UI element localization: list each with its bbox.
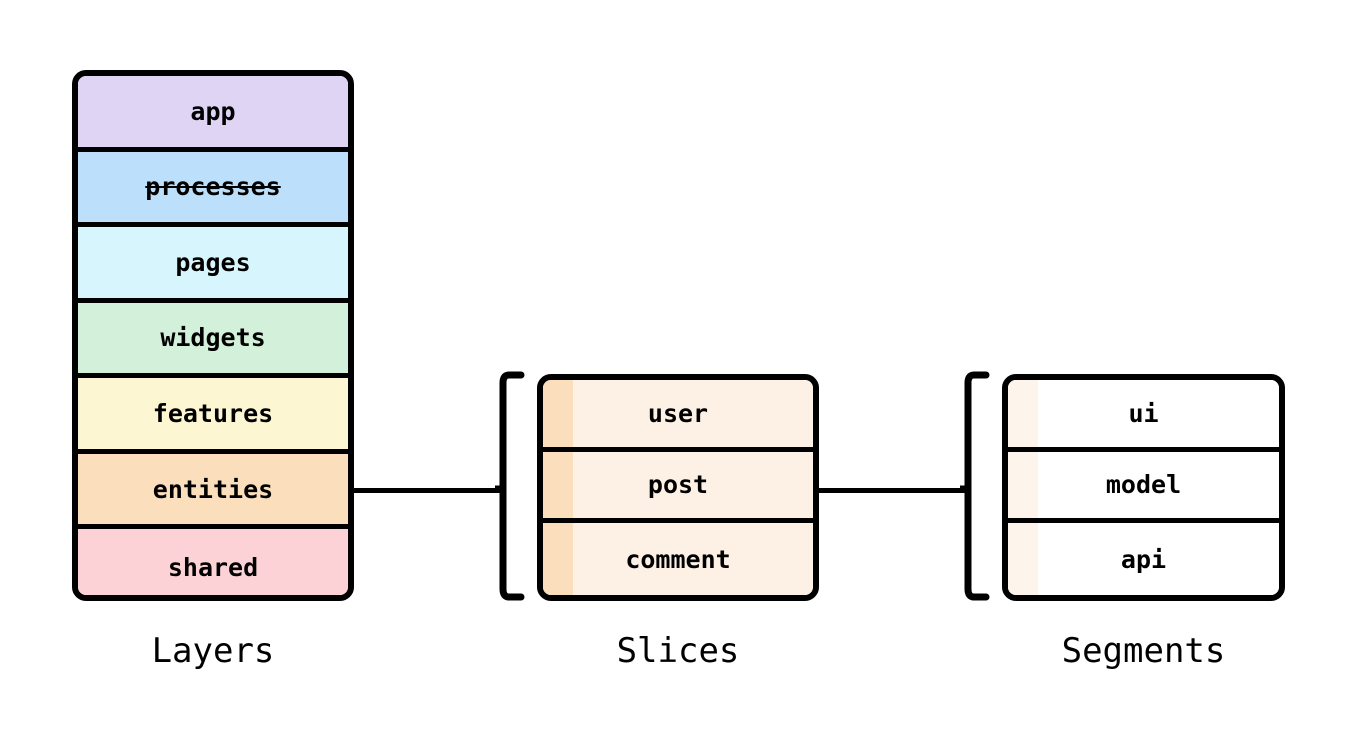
layer-label-widgets: widgets	[160, 323, 266, 353]
segment-accent-strip-ui	[1008, 380, 1038, 447]
layer-label-entities: entities	[152, 474, 274, 504]
slice-accent-strip-comment	[543, 523, 573, 595]
segment-label-model: model	[1105, 470, 1182, 500]
caption-segments: Segments	[1061, 631, 1226, 671]
segment-row-api[interactable]: api	[1008, 523, 1279, 595]
segment-accent-strip-api	[1008, 523, 1038, 595]
slice-accent-strip-user	[543, 380, 573, 447]
bracket-slices	[495, 370, 525, 602]
slice-accent-strip-post	[543, 451, 573, 519]
slice-row-comment[interactable]: comment	[543, 523, 813, 595]
segment-label-api: api	[1120, 544, 1167, 574]
layer-row-shared[interactable]: shared	[78, 529, 348, 595]
layer-row-features[interactable]: features	[78, 378, 348, 454]
slice-row-post[interactable]: post	[543, 451, 813, 524]
bracket-segments	[960, 370, 990, 602]
layer-label-shared: shared	[167, 552, 259, 582]
layer-label-processes: processes	[145, 172, 281, 202]
layer-row-widgets[interactable]: widgets	[78, 302, 348, 379]
segments-group: ui model api	[1002, 374, 1285, 601]
layer-label-features: features	[152, 399, 274, 429]
slice-label-user: user	[647, 398, 709, 428]
layer-row-processes[interactable]: processes	[78, 151, 348, 228]
caption-slices: Slices	[616, 631, 740, 671]
segment-label-ui: ui	[1128, 398, 1159, 428]
connector-slices-to-segments	[818, 488, 970, 493]
caption-layers: Layers	[151, 631, 275, 671]
layer-label-pages: pages	[175, 247, 251, 277]
layer-row-entities[interactable]: entities	[78, 453, 348, 530]
slice-label-post: post	[647, 470, 709, 500]
slice-label-comment: comment	[625, 544, 731, 574]
segment-row-ui[interactable]: ui	[1008, 380, 1279, 452]
segment-accent-strip-model	[1008, 451, 1038, 519]
layers-group: app processes pages widgets features ent…	[72, 70, 354, 601]
layer-row-app[interactable]: app	[78, 76, 348, 152]
slice-row-user[interactable]: user	[543, 380, 813, 452]
layer-row-pages[interactable]: pages	[78, 227, 348, 303]
slices-group: user post comment	[537, 374, 819, 601]
layer-label-app: app	[190, 96, 236, 126]
connector-layers-to-slices	[353, 488, 505, 493]
segment-row-model[interactable]: model	[1008, 451, 1279, 524]
